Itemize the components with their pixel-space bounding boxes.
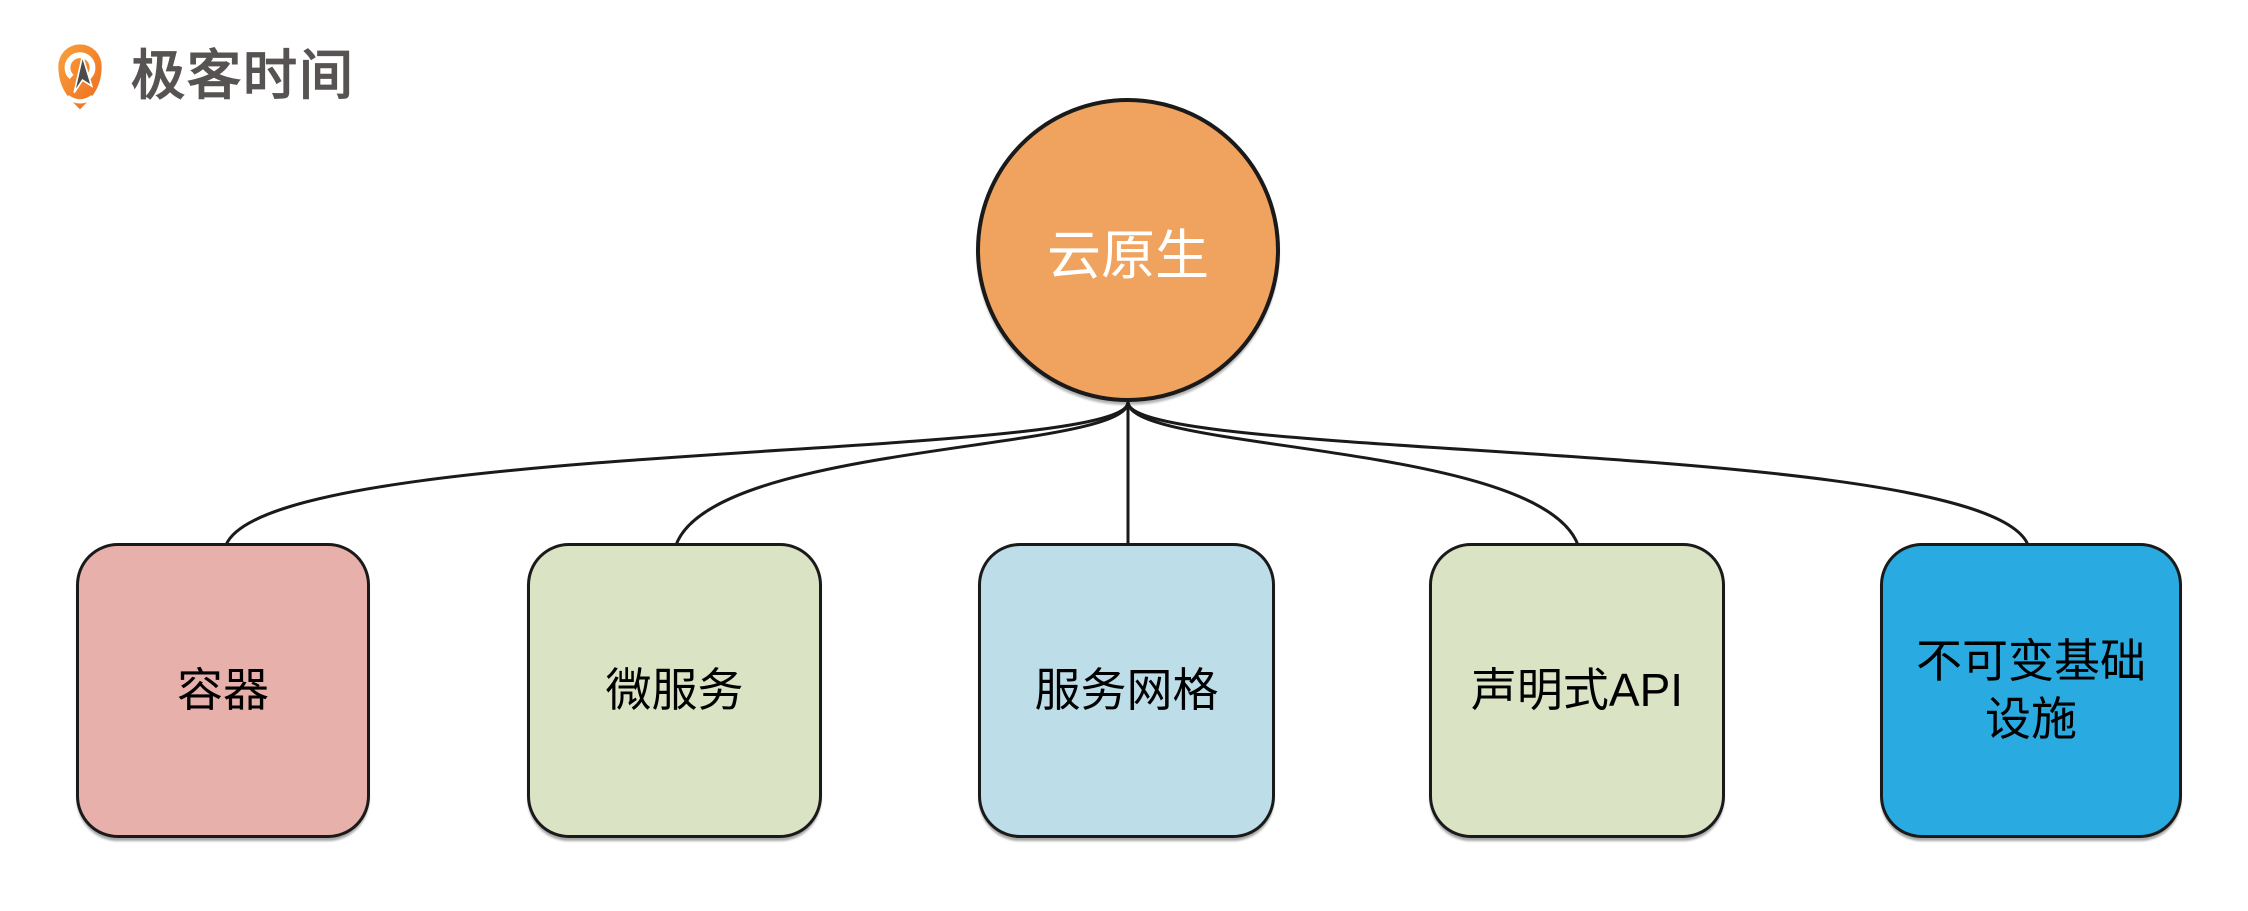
node-service-mesh: 服务网格: [978, 543, 1275, 838]
node-container: 容器: [76, 543, 370, 838]
connector-root-to-immutable-infrastructure: [1126, 400, 2030, 547]
node-label: 服务网格: [1034, 663, 1219, 716]
node-label: 云原生: [1047, 225, 1209, 286]
node-cloud-native: 云原生: [976, 98, 1280, 402]
node-label: 容器: [177, 663, 269, 716]
connector-root-to-container: [224, 400, 1130, 547]
brand-logo: 极客时间: [55, 40, 355, 112]
geektime-pin-icon: [58, 44, 102, 110]
node-immutable-infrastructure: 不可变基础设施: [1880, 543, 2182, 838]
node-label: 微服务: [605, 663, 744, 716]
node-label: 声明式API: [1470, 663, 1684, 716]
brand-name: 极客时间: [131, 46, 355, 106]
node-label: 不可变基础设施: [1916, 635, 2146, 745]
connector-root-to-declarative-api: [1126, 400, 1580, 547]
node-microservices: 微服务: [527, 543, 822, 838]
node-declarative-api: 声明式API: [1429, 543, 1725, 838]
connector-root-to-microservices: [674, 400, 1130, 547]
